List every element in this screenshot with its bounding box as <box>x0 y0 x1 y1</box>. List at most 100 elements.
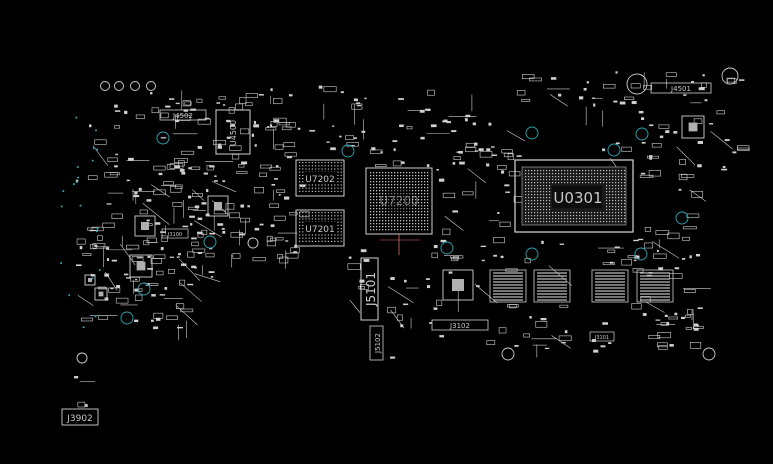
passive-outline <box>686 213 700 218</box>
bga-ball <box>418 178 420 180</box>
cpu-ball <box>615 185 617 187</box>
smd-pad <box>678 188 682 191</box>
bga-ball <box>418 193 420 195</box>
cpu-ball <box>600 176 602 178</box>
smd-pad <box>649 124 654 127</box>
cpu-ball <box>552 179 554 181</box>
passive-outline <box>644 226 651 232</box>
bga-ball <box>400 187 402 189</box>
u7202-label: U7202 <box>305 175 335 185</box>
j4501-label: J4501 <box>670 85 691 93</box>
bga-ball <box>415 211 417 213</box>
silkscreen-line <box>194 220 222 238</box>
bga-ball <box>403 217 405 219</box>
bga-ball <box>403 187 405 189</box>
cpu-ball <box>528 197 530 199</box>
cpu-ball <box>531 218 533 220</box>
cpu-ball <box>588 182 590 184</box>
bga-ball <box>424 208 426 210</box>
mem-ball <box>299 234 301 236</box>
bga-ball <box>376 196 378 198</box>
cpu-ball <box>576 221 578 223</box>
smd-pad <box>178 253 181 256</box>
bga-ball <box>391 220 393 222</box>
bga-ball <box>391 187 393 189</box>
mem-ball <box>302 184 304 186</box>
mem-ball <box>340 240 342 242</box>
u4500-label: U4500 <box>229 120 238 146</box>
mem-ball <box>331 184 333 186</box>
cpu-ball <box>624 206 626 208</box>
smd-pad <box>136 257 143 259</box>
cpu-ball <box>555 176 557 178</box>
bga-ball <box>376 199 378 201</box>
bga-ball <box>373 193 375 195</box>
cpu-ball <box>528 218 530 220</box>
mem-ball <box>321 218 323 220</box>
silkscreen-line <box>689 189 707 202</box>
cpu-ball <box>528 179 530 181</box>
bga-ball <box>388 172 390 174</box>
smd-pad <box>221 228 225 230</box>
mem-ball <box>337 234 339 236</box>
passive-outline <box>76 238 86 245</box>
bga-ball <box>406 217 408 219</box>
passive-outline <box>497 165 507 170</box>
smd-pad <box>673 131 678 134</box>
silkscreen-line <box>179 282 202 302</box>
mem-ball <box>299 162 301 164</box>
mem-ball <box>324 165 326 167</box>
smd-pad <box>153 327 157 330</box>
bga-ball <box>421 199 423 201</box>
passive-outline <box>172 201 183 207</box>
bga-ball <box>397 202 399 204</box>
passive-outline <box>240 217 251 223</box>
passive-outline <box>658 124 670 129</box>
bga-ball <box>370 175 372 177</box>
smd-pad <box>89 124 92 128</box>
smd-pad <box>514 345 519 347</box>
passive-outline <box>115 297 129 304</box>
silkscreen-line <box>467 168 487 184</box>
smd-pad <box>210 276 214 278</box>
smd-pad <box>197 252 203 254</box>
cpu-ball <box>543 206 545 208</box>
bga-ball <box>391 208 393 210</box>
passive-outline <box>529 77 542 82</box>
mem-ball <box>327 234 329 236</box>
bga-ball <box>385 178 387 180</box>
mem-ball <box>318 215 320 217</box>
bga-ball <box>388 217 390 219</box>
mem-ball <box>334 190 336 192</box>
j5101-connector: J5101 <box>360 257 379 321</box>
bga-ball <box>370 181 372 183</box>
bga-ball <box>397 214 399 216</box>
passive-outline <box>239 97 247 104</box>
smd-pad <box>214 180 218 182</box>
bga-ball <box>406 172 408 174</box>
cpu-ball <box>585 221 587 223</box>
cpu-ball <box>537 170 539 172</box>
bga-ball <box>379 199 381 201</box>
cpu-ball <box>552 173 554 175</box>
passive-outline <box>126 244 140 250</box>
passive-outline <box>156 270 164 276</box>
bga-ball <box>424 202 426 204</box>
bga-ball <box>409 211 411 213</box>
cpu-ball <box>558 176 560 178</box>
cpu-ball <box>615 212 617 214</box>
cpu-ball <box>549 212 551 214</box>
cpu-ball <box>612 179 614 181</box>
bga-ball <box>427 202 429 204</box>
cpu-ball <box>609 176 611 178</box>
bga-ball <box>382 184 384 186</box>
bga-ball <box>379 220 381 222</box>
mem-ball <box>321 165 323 167</box>
cpu-ball <box>552 182 554 184</box>
silkscreen-line <box>506 130 526 142</box>
bga-ball <box>418 172 420 174</box>
passive-outline <box>269 166 281 171</box>
smd-pad <box>222 230 226 234</box>
smd-pad <box>433 244 438 249</box>
cpu-ball <box>549 194 551 196</box>
